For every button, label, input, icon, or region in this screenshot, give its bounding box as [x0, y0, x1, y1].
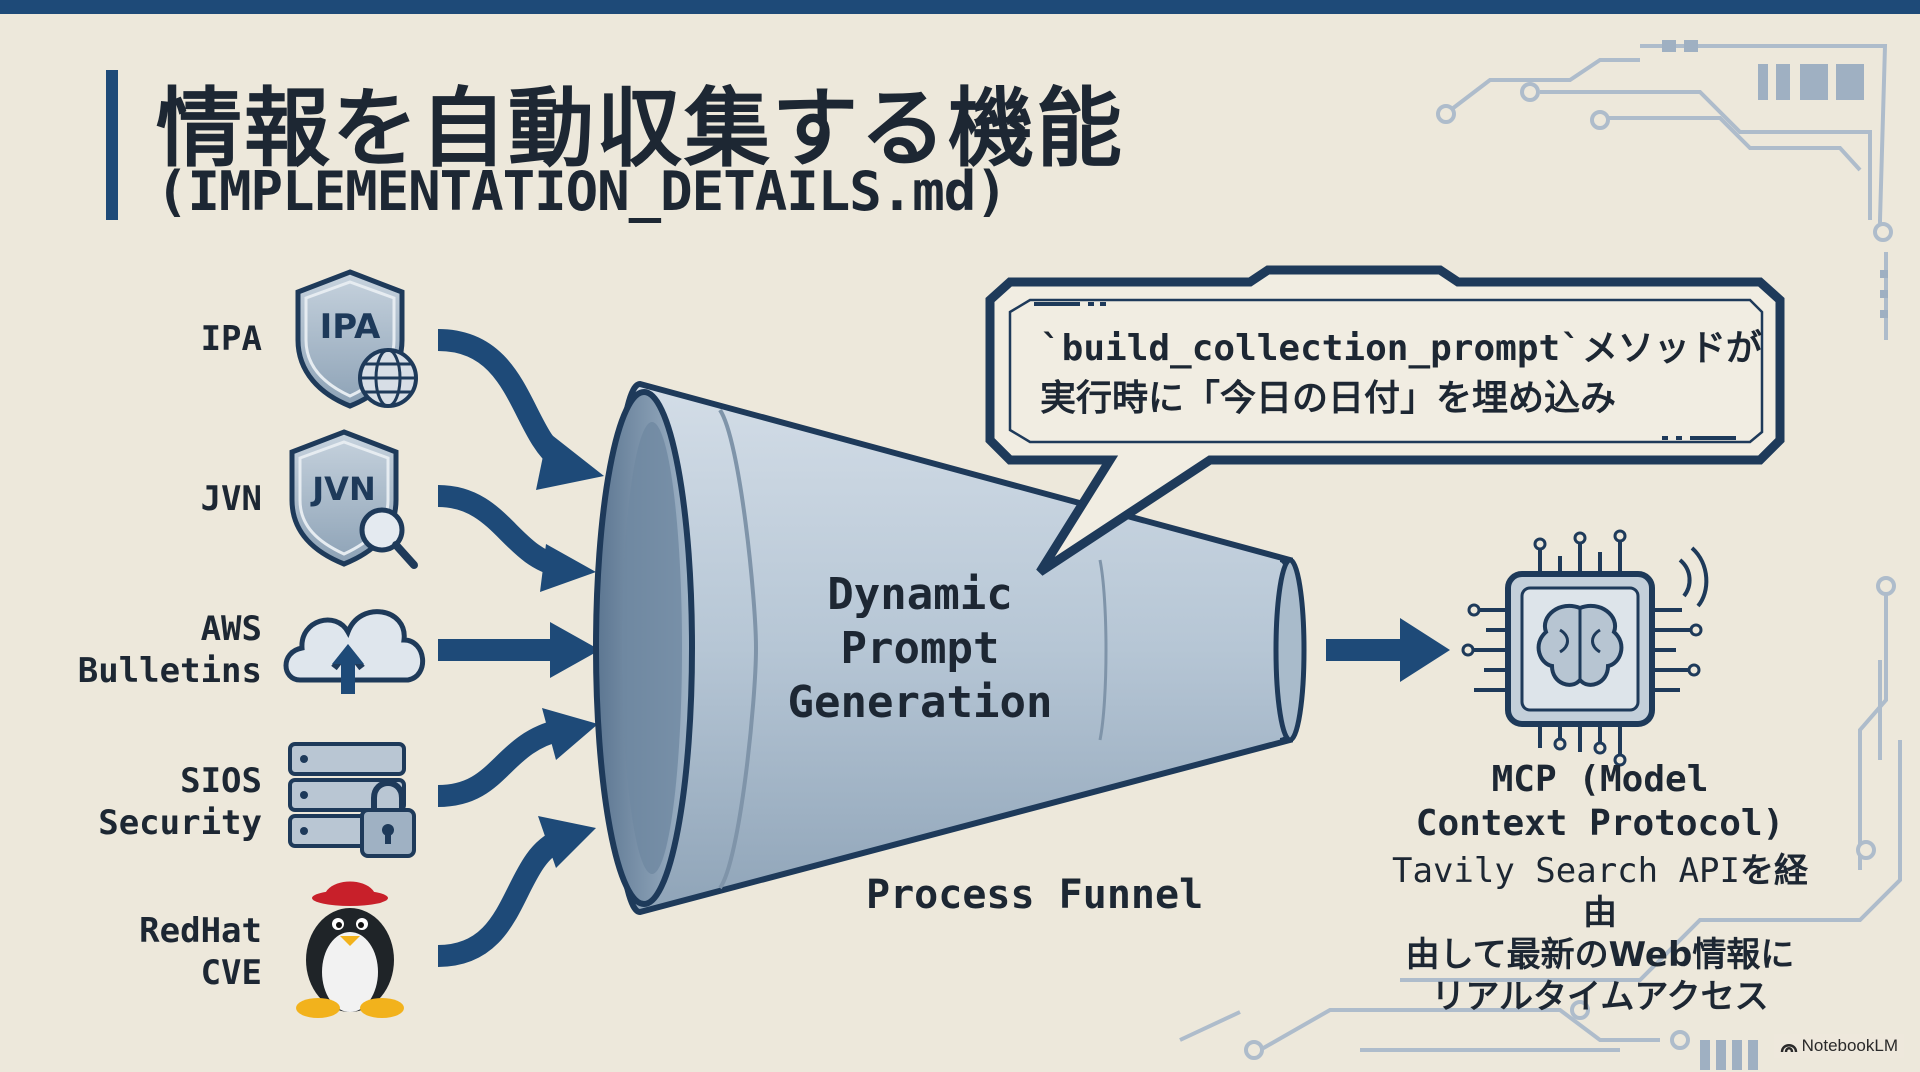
- mcp-title: MCP (Model Context Protocol): [1400, 758, 1800, 846]
- arrow-jvn: [438, 496, 560, 566]
- arrow-sios: [438, 730, 560, 796]
- server-lock-icon: [290, 744, 414, 856]
- shield-magnifier-icon: JVN: [292, 432, 414, 565]
- callout-text: `build_collection_prompt`メソッドが 実行時に「今日の日…: [1040, 324, 1762, 424]
- callout-line-1: `build_collection_prompt`メソッドが: [1040, 324, 1762, 374]
- ai-chip-brain-icon: [1463, 531, 1706, 765]
- arrow-ipa: [438, 340, 560, 460]
- funnel-caption: Process Funnel: [866, 872, 1203, 918]
- penguin-redhat-icon: [296, 882, 404, 1019]
- cloud-upload-icon: [286, 612, 423, 694]
- mcp-description: Tavily Search APIを経由 由して最新のWeb情報に リアルタイム…: [1380, 850, 1820, 1018]
- notebooklm-logo-icon: [1780, 1039, 1798, 1053]
- svg-text:IPA: IPA: [320, 307, 381, 347]
- funnel-label: Dynamic Prompt Generation: [760, 568, 1080, 730]
- shield-globe-icon: IPA: [298, 272, 416, 406]
- svg-text:JVN: JVN: [310, 470, 375, 508]
- arrow-redhat: [438, 840, 560, 956]
- callout-line-2: 実行時に「今日の日付」を埋め込み: [1040, 374, 1762, 424]
- notebooklm-watermark: NotebookLM: [1774, 1034, 1904, 1058]
